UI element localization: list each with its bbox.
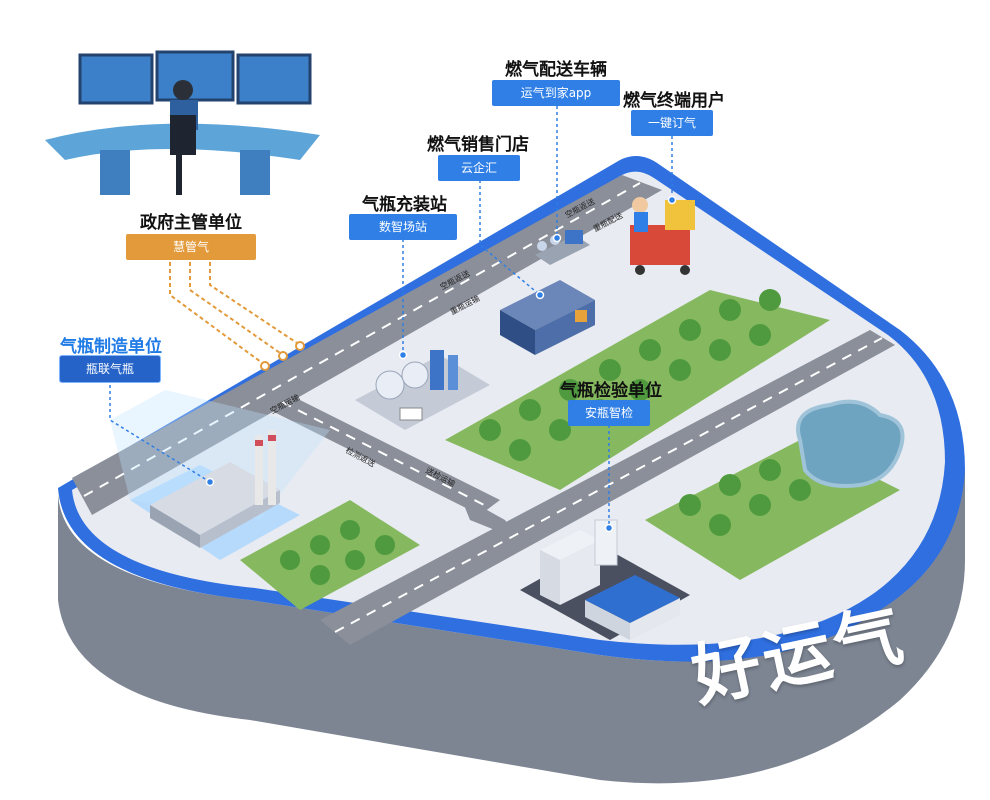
gov-link-ends	[260, 341, 305, 371]
store-tag[interactable]: 云企汇	[438, 155, 520, 181]
inspection-building	[520, 519, 690, 640]
inspection-title: 气瓶检验单位	[560, 381, 662, 401]
manufacturer-building	[150, 430, 280, 548]
main-road	[72, 175, 662, 515]
manufacturer-title: 气瓶制造单位	[60, 337, 162, 357]
road-connector	[460, 495, 520, 540]
pond	[796, 399, 905, 488]
gov-links	[169, 262, 301, 366]
vehicle-title: 燃气配送车辆	[505, 60, 607, 80]
control-room	[45, 50, 320, 195]
inspection-tag[interactable]: 安瓶智检	[568, 400, 650, 426]
node-dots	[205, 195, 677, 533]
filling-tag[interactable]: 数智场站	[349, 214, 457, 240]
gov-tag[interactable]: 慧管气	[126, 234, 256, 260]
park-1	[240, 500, 420, 610]
filling-title: 气瓶充装站	[362, 195, 447, 215]
food-cart	[630, 197, 695, 275]
gas-store	[500, 280, 595, 355]
user-tag[interactable]: 一键订气	[631, 110, 713, 136]
vehicle-tag[interactable]: 运气到家app	[492, 80, 620, 106]
connectors	[109, 106, 673, 528]
filling-station	[355, 350, 490, 430]
user-title: 燃气终端用户	[623, 91, 725, 111]
gov-title: 政府主管单位	[140, 213, 242, 233]
platform-side	[58, 470, 965, 784]
store-title: 燃气销售门店	[427, 135, 529, 155]
manufacturer-tag[interactable]: 瓶联气瓶	[60, 356, 160, 382]
